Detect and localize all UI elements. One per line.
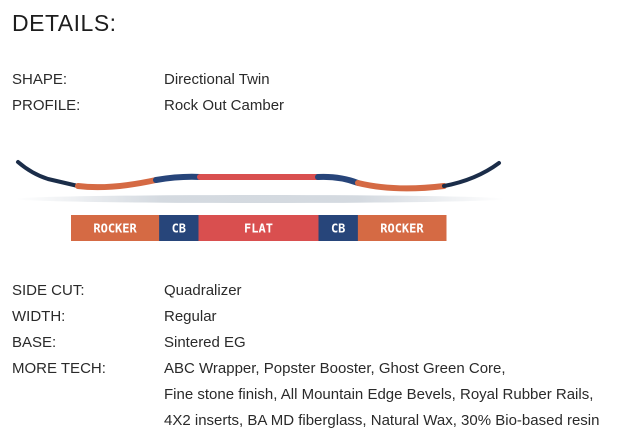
board-camber-left [153, 173, 203, 183]
spec-label: SHAPE: [12, 71, 68, 88]
segment-camber [159, 215, 199, 241]
spec-value: Rock Out Camber [164, 97, 285, 114]
more-tech-line: ABC Wrapper, Popster Booster, Ghost Gree… [164, 360, 506, 377]
segment-label: CB [331, 222, 345, 236]
segment-label: FLAT [244, 222, 273, 236]
spec-label: MORE TECH: [12, 360, 106, 377]
board-shadow [15, 195, 505, 203]
spec-label: BASE: [12, 334, 57, 351]
segment-label: ROCKER [380, 222, 424, 236]
spec-row-profile: PROFILE: Rock Out Camber [0, 97, 642, 119]
spec-value: Directional Twin [164, 71, 270, 88]
spec-row-shape: SHAPE: Directional Twin [0, 71, 642, 93]
page-title: DETAILS: [12, 10, 117, 36]
spec-label: WIDTH: [12, 308, 66, 325]
board-profile-diagram: ROCKER CB FLAT CB ROCKER [15, 160, 505, 241]
board-tail [442, 161, 501, 188]
board-shape [16, 160, 501, 192]
more-tech-line: 4X2 inserts, BA MD fiberglass, Natural W… [164, 412, 600, 429]
profile-segment-bar: ROCKER CB FLAT CB ROCKER [71, 215, 447, 241]
spec-label: SIDE CUT: [12, 282, 85, 299]
spec-row-more-tech: MORE TECH: [0, 360, 642, 382]
more-tech-line: Fine stone finish, All Mountain Edge Bev… [164, 386, 594, 403]
spec-value: Regular [164, 308, 217, 325]
segment-label: ROCKER [93, 222, 137, 236]
board-rocker-left [75, 177, 159, 191]
board-rocker-right [355, 180, 447, 192]
segment-rocker [357, 215, 447, 241]
spec-value: Sintered EG [164, 334, 246, 351]
segment-flat [198, 215, 319, 241]
segment-rocker [71, 215, 160, 241]
spec-row-base: BASE: Sintered EG [0, 334, 642, 356]
spec-value: Quadralizer [164, 282, 242, 299]
spec-row-sidecut: SIDE CUT: Quadralizer [0, 282, 642, 304]
segment-camber [318, 215, 359, 241]
board-nose [16, 160, 80, 188]
segment-label: CB [172, 222, 186, 236]
spec-label: PROFILE: [12, 97, 81, 114]
spec-row-width: WIDTH: Regular [0, 308, 642, 330]
board-camber-right [315, 173, 361, 186]
